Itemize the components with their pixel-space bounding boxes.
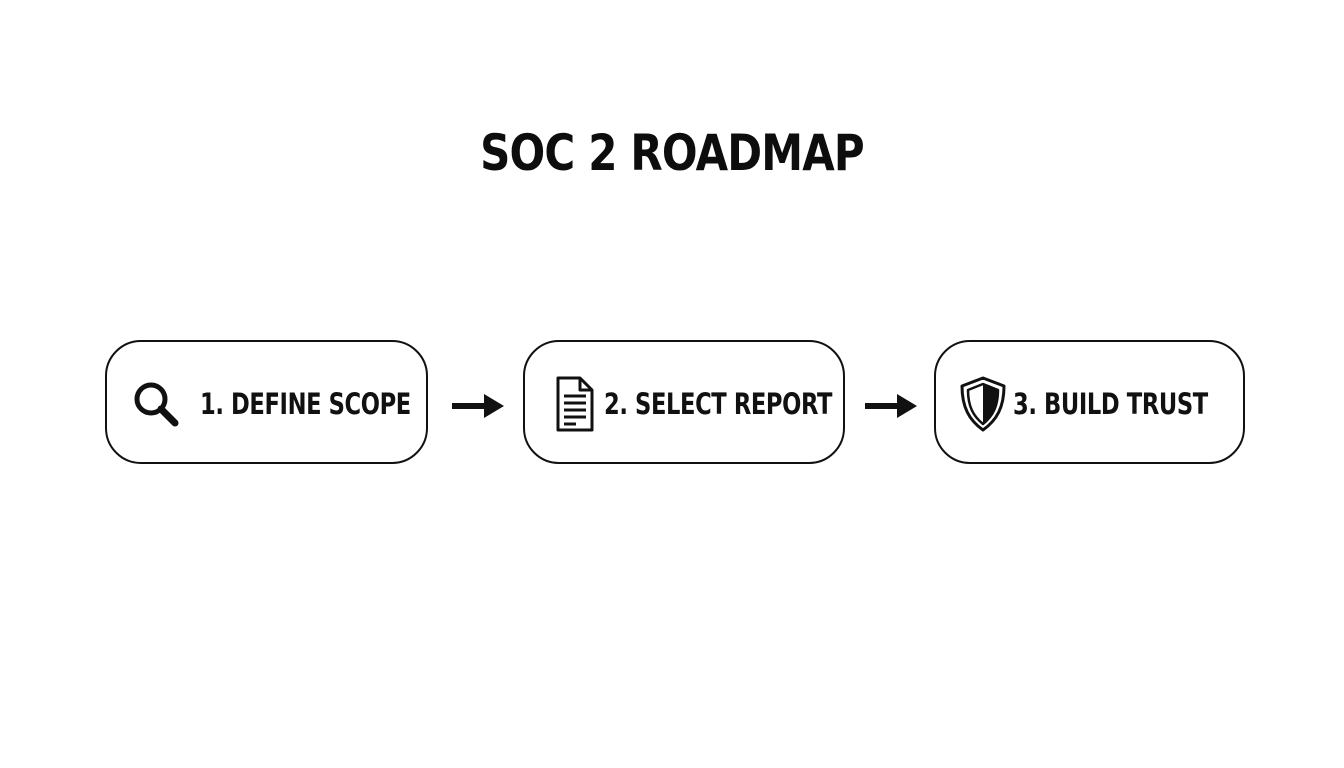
document-icon (545, 375, 603, 433)
step-define-scope: 1. DEFINE SCOPE (105, 340, 428, 464)
page-title: SOC 2 ROADMAP (480, 124, 865, 182)
step-label: 3. BUILD TRUST (1013, 387, 1208, 421)
shield-icon (954, 375, 1012, 433)
step-build-trust: 3. BUILD TRUST (934, 340, 1245, 464)
step-label: 1. DEFINE SCOPE (200, 387, 411, 421)
step-label: 2. SELECT REPORT (604, 387, 832, 421)
arrow-right-icon (450, 390, 506, 422)
arrow-right-icon (863, 390, 919, 422)
step-select-report: 2. SELECT REPORT (523, 340, 845, 464)
search-icon (127, 375, 185, 433)
